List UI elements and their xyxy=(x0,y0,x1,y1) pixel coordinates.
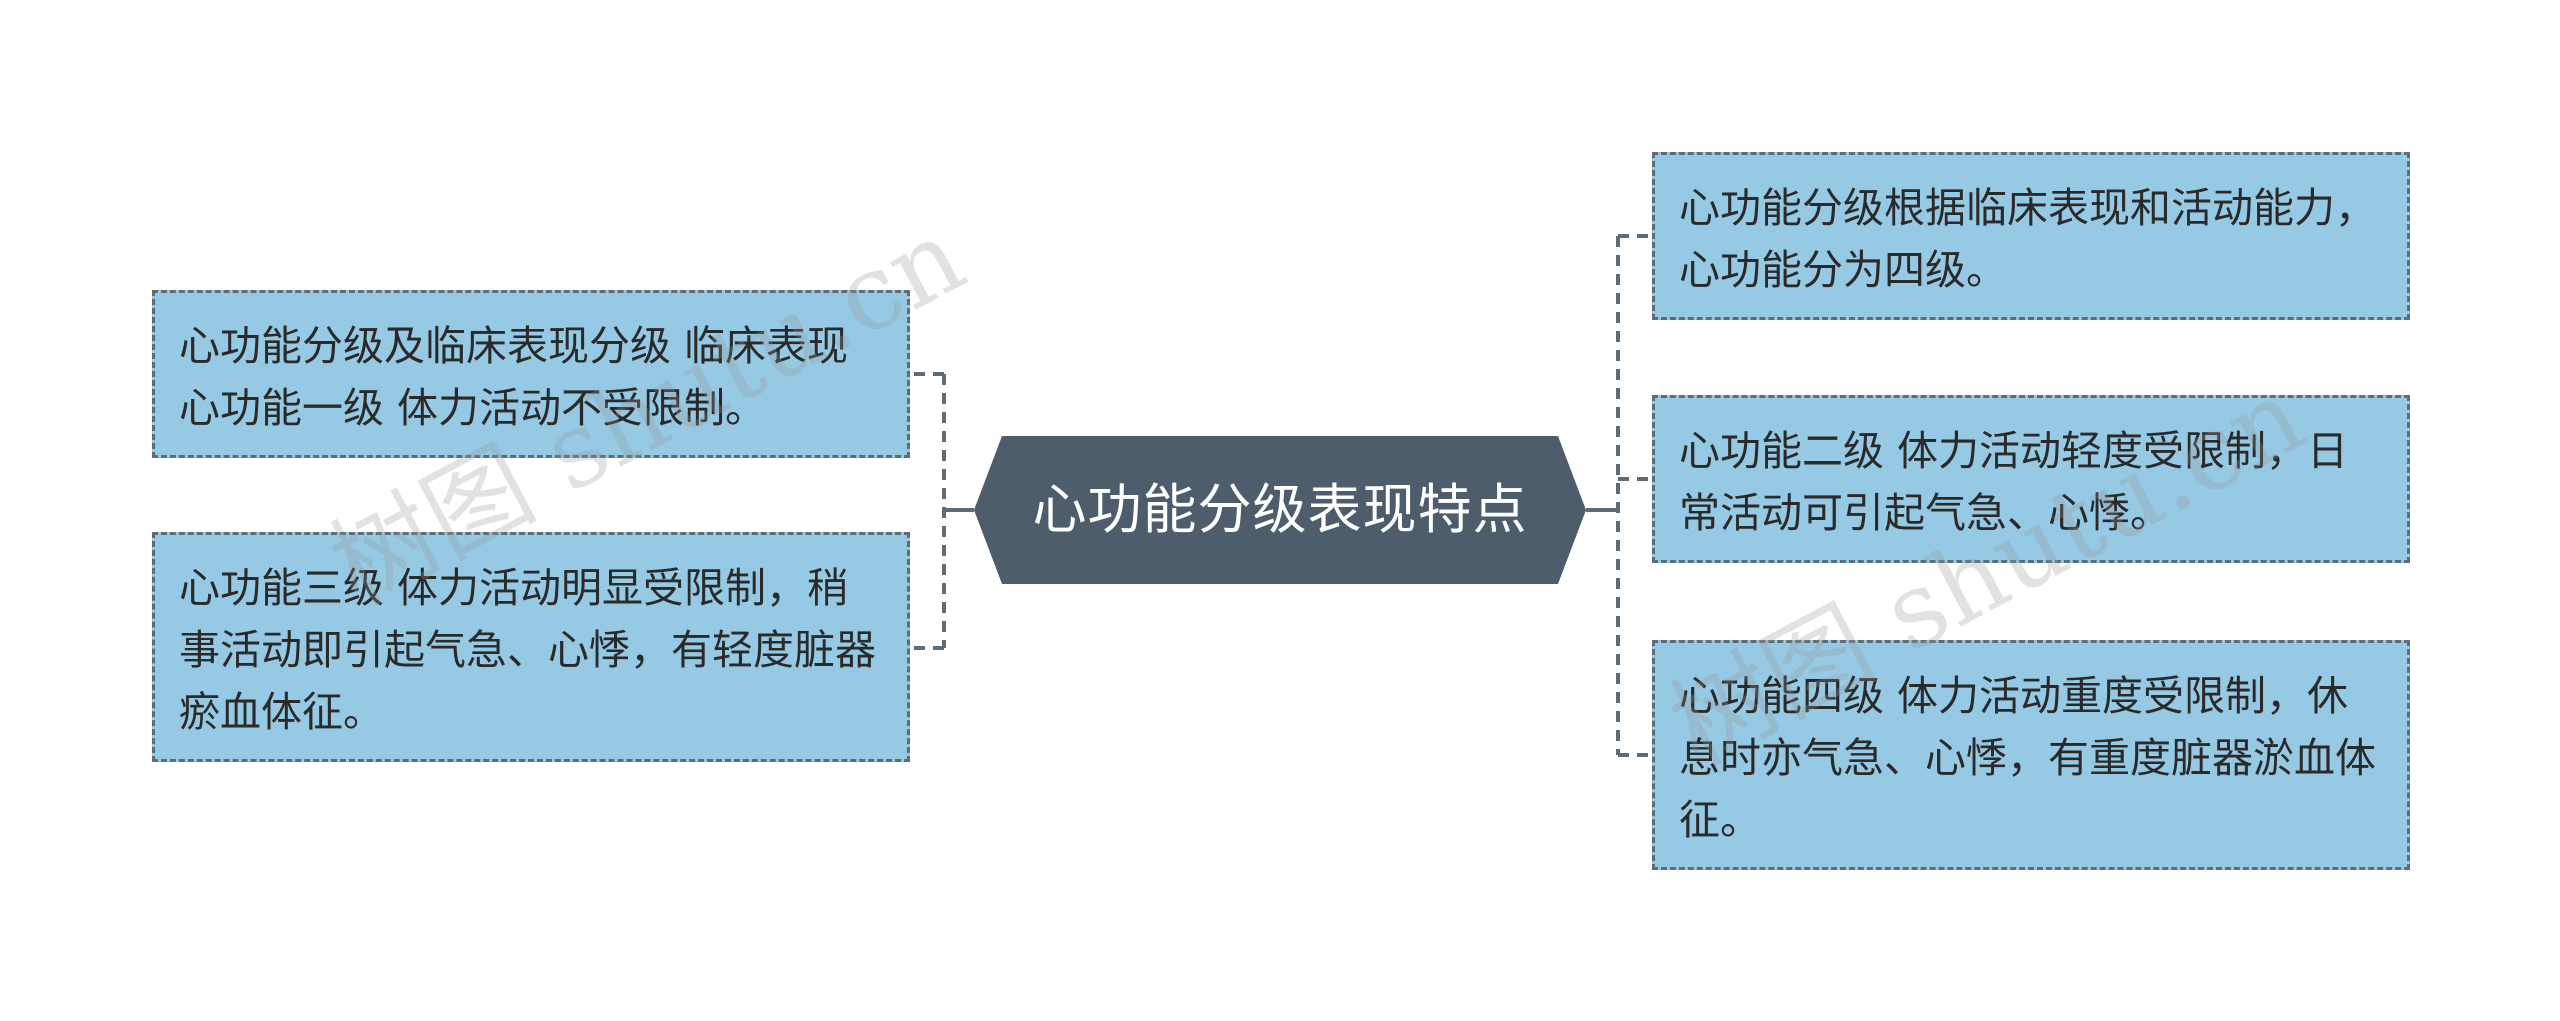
topic-node-text: 心功能四级 体力活动重度受限制，休息时亦气急、心悸，有重度脏器淤血体征。 xyxy=(1679,672,2376,844)
topic-node-text: 心功能二级 体力活动轻度受限制，日常活动可引起气急、心悸。 xyxy=(1679,427,2349,537)
topic-node-text: 心功能分级及临床表现分级 临床表现心功能一级 体力活动不受限制。 xyxy=(179,322,849,432)
topic-node-right-1[interactable]: 心功能分级根据临床表现和活动能力，心功能分为四级。 xyxy=(1652,152,2410,320)
central-topic-node[interactable]: 心功能分级表现特点 xyxy=(974,436,1586,584)
central-topic-title: 心功能分级表现特点 xyxy=(1032,478,1528,541)
central-topic-shape xyxy=(974,436,1586,584)
topic-node-left-1[interactable]: 心功能分级及临床表现分级 临床表现心功能一级 体力活动不受限制。 xyxy=(152,290,910,458)
topic-node-text: 心功能分级根据临床表现和活动能力，心功能分为四级。 xyxy=(1679,184,2376,294)
topic-node-right-3[interactable]: 心功能四级 体力活动重度受限制，休息时亦气急、心悸，有重度脏器淤血体征。 xyxy=(1652,640,2410,870)
topic-node-right-2[interactable]: 心功能二级 体力活动轻度受限制，日常活动可引起气急、心悸。 xyxy=(1652,395,2410,563)
topic-node-left-2[interactable]: 心功能三级 体力活动明显受限制，稍事活动即引起气急、心悸，有轻度脏器瘀血体征。 xyxy=(152,532,910,762)
topic-node-text: 心功能三级 体力活动明显受限制，稍事活动即引起气急、心悸，有轻度脏器瘀血体征。 xyxy=(179,564,876,736)
